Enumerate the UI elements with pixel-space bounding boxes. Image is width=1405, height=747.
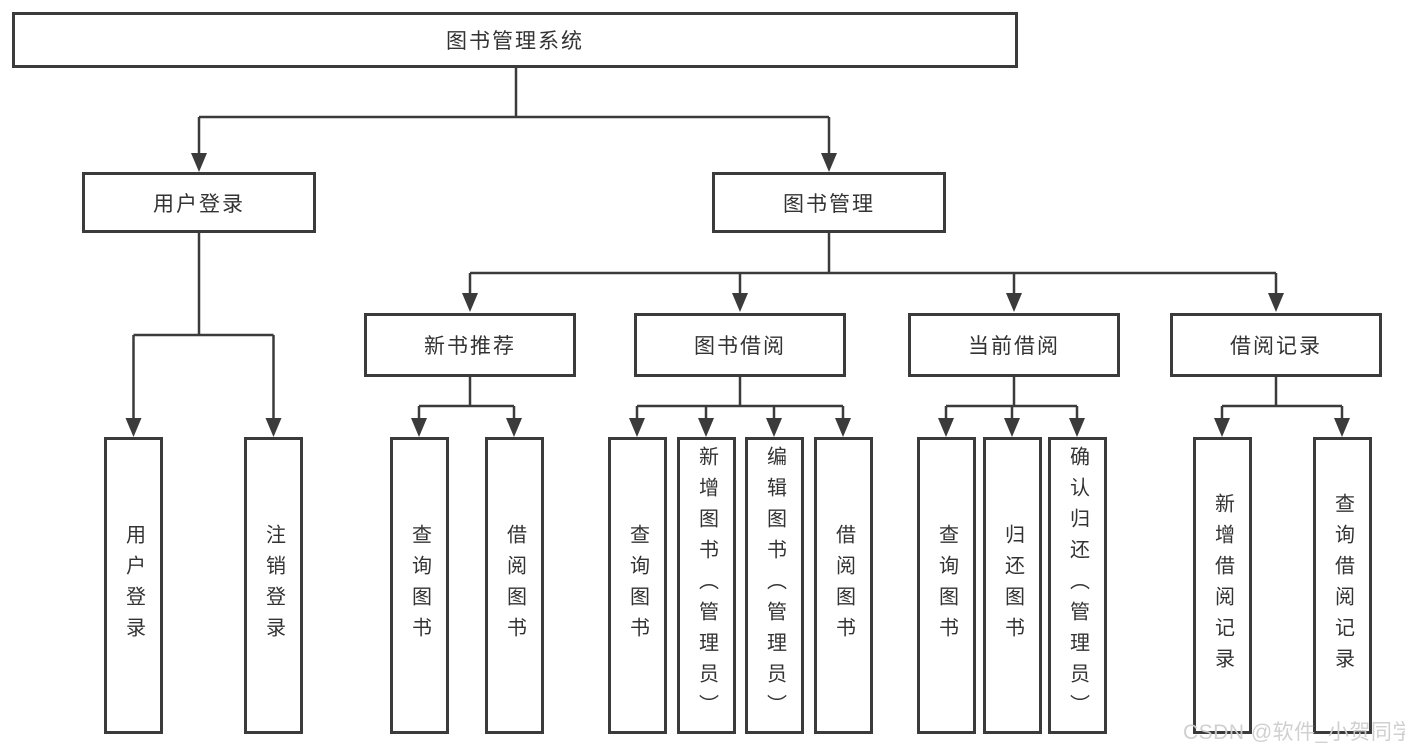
node-book-borrow: 图书借阅 [634,313,846,377]
connector-book-management [468,233,1278,295]
leaf-borrow-books-2: 借阅图书 [814,437,873,734]
node-root: 图书管理系统 [12,12,1018,68]
arrow-down-icons [125,153,1350,437]
leaf-query-books-1: 查询图书 [390,437,449,734]
connector-new-book [417,377,516,420]
leaf-user-login: 用户登录 [104,437,163,734]
leaf-query-books-2: 查询图书 [608,437,667,734]
leaf-borrow-books-1-label: 借阅图书 [503,523,526,648]
node-current-borrow-label: 当前借阅 [968,335,1060,358]
leaf-logout: 注销登录 [244,437,303,734]
connector-current-borrow [944,377,1079,420]
node-user-login: 用户登录 [82,172,316,233]
leaf-logout-label: 注销登录 [262,523,285,648]
connector-root [197,68,831,155]
leaf-query-books-3-label: 查询图书 [935,523,958,648]
leaf-edit-books-admin: 编辑图书（管理员） [745,437,804,734]
leaf-query-books-3: 查询图书 [917,437,976,734]
leaf-query-borrow-record: 查询借阅记录 [1313,437,1372,734]
leaf-borrow-books-2-label: 借阅图书 [832,523,855,648]
node-book-management: 图书管理 [712,172,946,233]
leaf-query-books-2-label: 查询图书 [626,523,649,648]
node-borrow-records: 借阅记录 [1170,313,1382,377]
node-borrow-records-label: 借阅记录 [1230,335,1322,358]
connector-user-login [132,233,275,420]
connector-borrow-records [1220,377,1344,420]
leaf-add-books-admin: 新增图书（管理员） [677,437,736,734]
node-root-label: 图书管理系统 [446,30,584,53]
leaf-return-books: 归还图书 [983,437,1042,734]
leaf-borrow-books-1: 借阅图书 [485,437,544,734]
leaf-edit-books-admin-label: 编辑图书（管理员） [763,446,786,725]
leaf-user-login-label: 用户登录 [122,523,145,648]
node-user-login-label: 用户登录 [153,192,245,216]
leaf-confirm-return-admin: 确认归还（管理员） [1048,437,1107,734]
node-current-borrow: 当前借阅 [908,313,1120,377]
leaf-query-borrow-record-label: 查询借阅记录 [1331,492,1354,679]
connector-book-borrow [635,377,845,420]
node-new-book-recommend: 新书推荐 [364,313,576,377]
leaf-return-books-label: 归还图书 [1001,523,1024,648]
leaf-add-borrow-record: 新增借阅记录 [1193,437,1252,734]
leaf-add-books-admin-label: 新增图书（管理员） [695,446,718,725]
node-book-borrow-label: 图书借阅 [694,335,786,358]
node-new-book-recommend-label: 新书推荐 [424,335,516,358]
node-book-management-label: 图书管理 [783,192,875,216]
leaf-query-books-1-label: 查询图书 [408,523,431,648]
csdn-watermark: CSDN @软件_小贺同学 [1183,721,1405,744]
leaf-add-borrow-record-label: 新增借阅记录 [1211,492,1234,679]
leaf-confirm-return-admin-label: 确认归还（管理员） [1066,446,1089,725]
